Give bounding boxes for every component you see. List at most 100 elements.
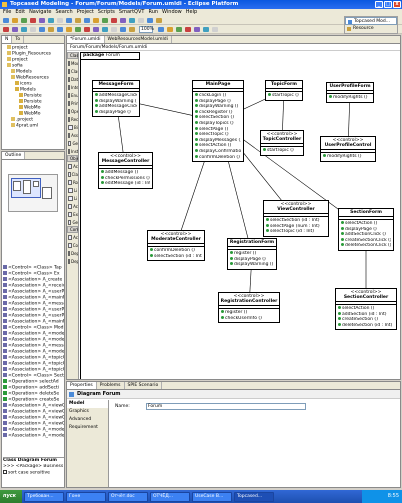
taskbar-task[interactable]: ОТЧЁД...: [150, 491, 190, 502]
outline-item[interactable]: <Association> A_<receiv: [3, 283, 64, 289]
toolbar-icon[interactable]: [167, 27, 173, 32]
toolbar-icon[interactable]: [48, 18, 54, 23]
palette-tool-ex[interactable]: Ex: [67, 210, 78, 218]
start-button[interactable]: пуск: [0, 490, 22, 503]
section-graphics[interactable]: Graphics: [69, 409, 89, 414]
menu-smartqvt[interactable]: SmartQVT: [118, 9, 145, 15]
operation-item[interactable]: clickLogin (): [195, 93, 241, 99]
operation-item[interactable]: displayPage (): [95, 110, 137, 116]
toolbar-icon[interactable]: [75, 27, 81, 32]
operation-item[interactable]: createSection (): [338, 317, 394, 323]
outline-item[interactable]: <Association> A_<messag: [3, 343, 64, 349]
menu-search[interactable]: Search: [55, 9, 73, 15]
outline-item[interactable]: <Association> A_create: [3, 277, 64, 283]
toolbar-icon[interactable]: [129, 18, 135, 23]
toolbar-icon[interactable]: [156, 18, 162, 23]
operation-item[interactable]: selectSection (id : Int): [266, 218, 326, 224]
nav-tree-item[interactable]: project: [3, 45, 63, 51]
palette-tool-co[interactable]: Co: [67, 241, 78, 249]
menu-navigate[interactable]: Navigate: [29, 9, 52, 15]
close-button[interactable]: x: [393, 1, 401, 8]
outline-item[interactable]: <Association> A_<moder: [3, 433, 64, 439]
outline-thumbnail[interactable]: [8, 174, 58, 212]
name-input[interactable]: Forum: [146, 403, 306, 410]
operation-item[interactable]: addSectionClick (): [341, 232, 391, 238]
toolbar-icon[interactable]: [176, 27, 182, 32]
palette-tool-enumer[interactable]: Enumer: [67, 91, 78, 99]
package-business-item[interactable]: >>> <Package> Business: [3, 464, 64, 469]
operation-item[interactable]: displayWarning (): [230, 262, 274, 268]
outline-item[interactable]: <Operation> addSecti: [3, 385, 64, 391]
nav-tree-item[interactable]: icons: [3, 81, 63, 87]
tab-webresources-umldi[interactable]: WebResourcesModel.umldi: [105, 36, 172, 43]
taskbar-task[interactable]: Гоне: [66, 491, 106, 502]
operation-item[interactable]: addMessageClick (): [95, 93, 137, 99]
nav-tree-item[interactable]: WebResources: [3, 75, 63, 81]
toolbar-icon[interactable]: [57, 18, 63, 23]
palette-tool-ac[interactable]: Ac: [67, 202, 78, 210]
toolbar-icon[interactable]: [129, 27, 135, 32]
toolbar-icon[interactable]: [39, 27, 45, 32]
outline-item[interactable]: <Association> A_<messag: [3, 301, 64, 307]
operation-item[interactable]: displayConfirmation (): [195, 149, 241, 155]
nav-tree-item[interactable]: Plugin_Resources: [3, 51, 63, 57]
outline-item[interactable]: <Association> A_<userPro: [3, 289, 64, 295]
toolbar-icon[interactable]: [120, 18, 126, 23]
outline-item[interactable]: <Association> A_<topicCo: [3, 367, 64, 373]
operation-item[interactable]: clickRegister (): [195, 110, 241, 116]
palette-tool-prim[interactable]: Prim: [67, 99, 78, 107]
toolbar-icon[interactable]: [111, 18, 117, 23]
toolbar-icon[interactable]: [57, 27, 63, 32]
operation-item[interactable]: selectTopic (): [195, 132, 241, 138]
palette-drawer[interactable]: Commen: [67, 226, 78, 233]
operation-item[interactable]: selectAction (): [341, 221, 391, 227]
toolbar-icon[interactable]: [138, 18, 144, 23]
operation-item[interactable]: addMessageClick (): [95, 104, 137, 110]
toolbar-icon[interactable]: [84, 27, 90, 32]
tab-nav-1[interactable]: To: [12, 36, 25, 43]
menu-file[interactable]: File: [3, 9, 12, 15]
toolbar-icon[interactable]: [21, 18, 27, 23]
outline-item[interactable]: <Operation> deleteSe: [3, 391, 64, 397]
operation-item[interactable]: startTopic (): [268, 93, 300, 99]
palette-tool-ope[interactable]: Ope: [67, 107, 78, 115]
operation-item[interactable]: editMessage (id : Int): [101, 181, 150, 187]
operation-item[interactable]: selectSection (id : Int): [150, 254, 202, 260]
toolbar-icon[interactable]: [111, 27, 117, 32]
menu-project[interactable]: Project: [76, 9, 94, 15]
taskbar-task[interactable]: Topcased...: [234, 491, 274, 502]
operation-item[interactable]: confirmDeletion (): [150, 248, 202, 254]
operation-item[interactable]: displayPage (): [230, 257, 274, 263]
palette-tool-dep[interactable]: Dep: [67, 249, 78, 257]
nav-tree-item[interactable]: WebMo: [3, 111, 63, 117]
palette-tool-class[interactable]: Class: [67, 67, 78, 75]
toolbar-icon[interactable]: [12, 18, 18, 23]
palette-tool-data-type[interactable]: Data Type: [67, 75, 78, 83]
outline-item[interactable]: <Association> A_<viewCo: [3, 421, 64, 427]
operation-item[interactable]: displayWarning (): [95, 99, 137, 105]
menu-edit[interactable]: Edit: [15, 9, 26, 15]
nav-tree-item[interactable]: .project: [3, 117, 63, 123]
toolbar-icon[interactable]: [147, 18, 153, 23]
operation-item[interactable]: displayWarning (): [195, 104, 241, 110]
nav-tree-item[interactable]: Models: [3, 69, 63, 75]
operation-item[interactable]: selectPage (): [195, 127, 241, 133]
palette-tool-inst[interactable]: Inst: [67, 147, 78, 155]
outline-item[interactable]: <Association> A_<topicCo: [3, 355, 64, 361]
toolbar-icon[interactable]: [3, 18, 9, 23]
palette-tool-ge[interactable]: Ge: [67, 139, 78, 147]
outline-item[interactable]: <Association> A_<topicCo: [3, 361, 64, 367]
toolbar-icon[interactable]: [194, 27, 200, 32]
operation-item[interactable]: register (): [221, 310, 277, 316]
menu-scripts[interactable]: Scripts: [97, 9, 115, 15]
toolbar-icon[interactable]: [48, 27, 54, 32]
outline-item[interactable]: <Operation> selectAd: [3, 379, 64, 385]
palette-tool-li[interactable]: Li: [67, 186, 78, 194]
